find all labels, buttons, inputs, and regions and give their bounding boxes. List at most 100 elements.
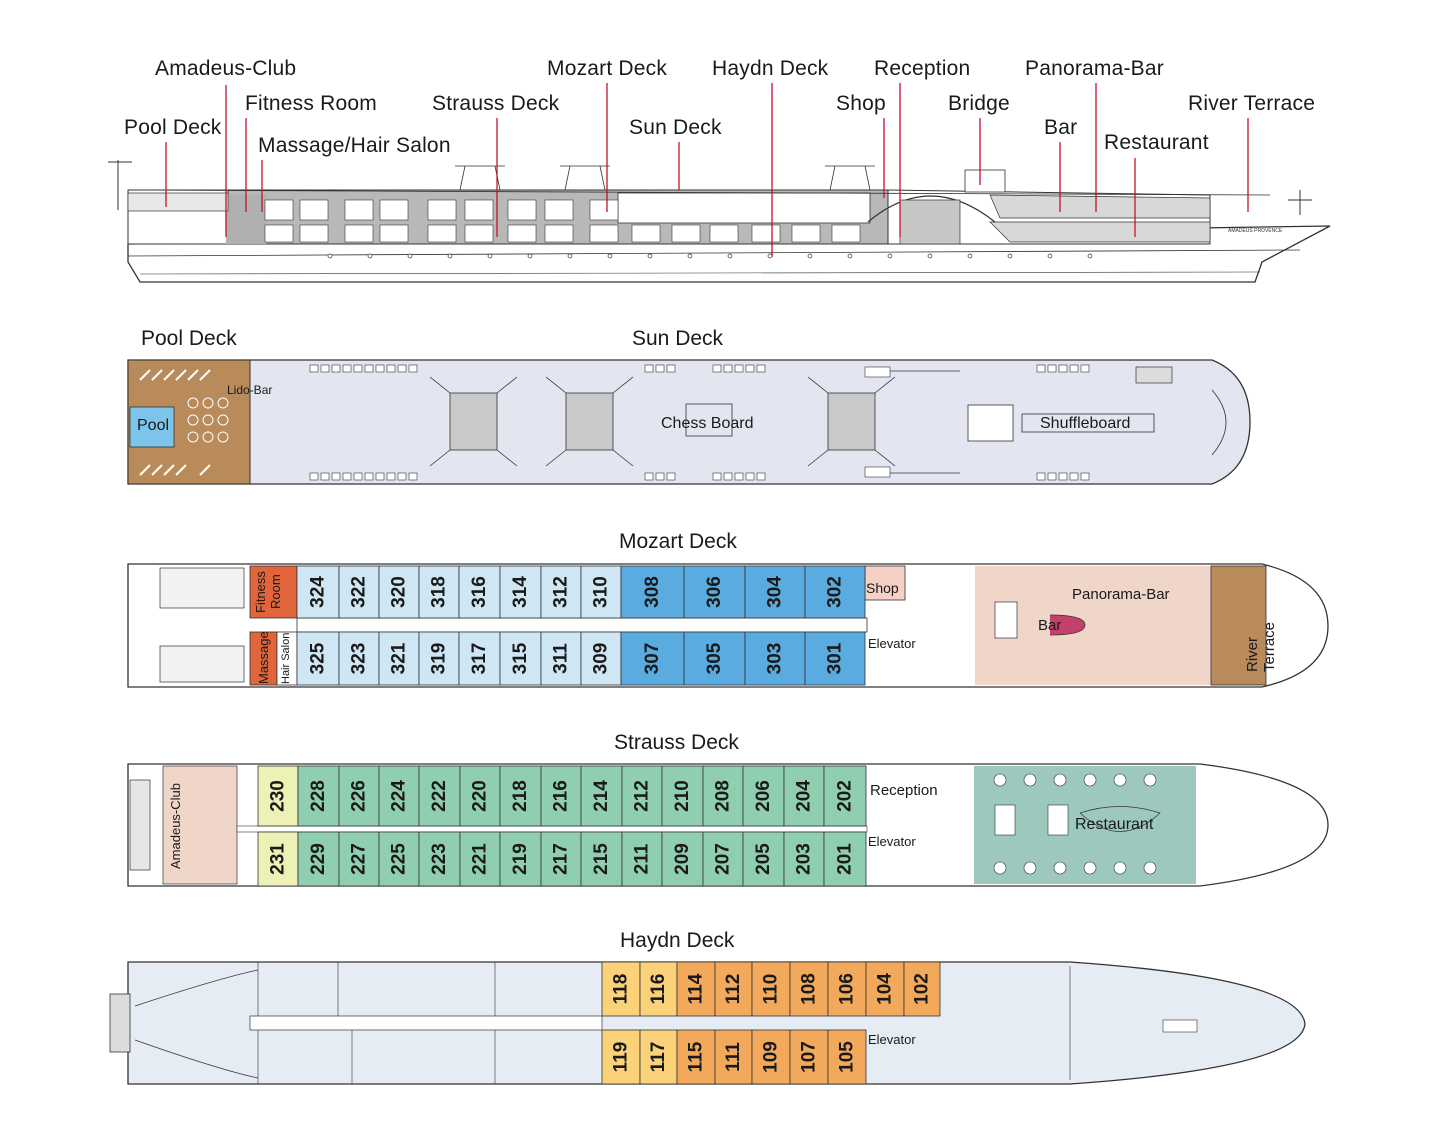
cabin-201[interactable]: [823, 831, 867, 887]
hair-salon-label: Hair Salon: [280, 632, 292, 684]
cabin-203[interactable]: [783, 831, 825, 887]
cabin-110[interactable]: [751, 961, 791, 1017]
cabin-312[interactable]: [540, 565, 582, 619]
cabin-321[interactable]: [378, 631, 420, 686]
cabin-304[interactable]: [744, 565, 806, 619]
cabin-number: 228: [308, 780, 329, 812]
label-massage-salon: Massage/Hair Salon: [258, 134, 451, 157]
cabin-207[interactable]: [702, 831, 744, 887]
cabin-117[interactable]: [639, 1029, 678, 1085]
cabin-number: 117: [648, 1042, 669, 1073]
cabin-number: 229: [308, 843, 329, 875]
cabin-216[interactable]: [540, 765, 582, 827]
cabin-306[interactable]: [683, 565, 746, 619]
cabin-number: 324: [308, 576, 329, 608]
cabin-112[interactable]: [714, 961, 753, 1017]
cabin-number: 202: [835, 780, 856, 812]
cabin-231[interactable]: [257, 831, 299, 887]
cabin-105[interactable]: [827, 1029, 867, 1085]
cabin-308[interactable]: [620, 565, 685, 619]
cabin-number: 201: [835, 843, 856, 875]
cabin-number: 106: [837, 973, 858, 1005]
cabin-106[interactable]: [827, 961, 867, 1017]
cabin-318[interactable]: [418, 565, 460, 619]
cabin-number: 306: [704, 576, 725, 608]
cabin-226[interactable]: [338, 765, 380, 827]
cabin-314[interactable]: [499, 565, 542, 619]
cabin-211[interactable]: [621, 831, 663, 887]
cabin-108[interactable]: [789, 961, 829, 1017]
label-bar: Bar: [1044, 116, 1078, 139]
cabin-317[interactable]: [458, 631, 501, 686]
cabin-223[interactable]: [418, 831, 461, 887]
cabin-104[interactable]: [865, 961, 905, 1017]
cabin-311[interactable]: [540, 631, 582, 686]
cabin-307[interactable]: [620, 631, 685, 686]
cabin-number: 114: [686, 973, 707, 1004]
cabin-109[interactable]: [751, 1029, 791, 1085]
cabin-303[interactable]: [744, 631, 806, 686]
ship-profile: AMADEUS PROVENCE Amadeus-Club Fitness Ro…: [0, 0, 1440, 300]
cabin-number: 307: [642, 643, 663, 675]
cabin-number: 112: [723, 974, 744, 1005]
cabin-302[interactable]: [804, 565, 866, 619]
cabin-number: 321: [389, 642, 410, 674]
cabin-324[interactable]: [296, 565, 340, 619]
label-reception: Reception: [874, 57, 971, 80]
cabin-118[interactable]: [601, 961, 641, 1017]
cabin-116[interactable]: [639, 961, 678, 1017]
cabin-225[interactable]: [378, 831, 420, 887]
cabin-310[interactable]: [580, 565, 622, 619]
label-strauss-deck: Strauss Deck: [432, 92, 560, 115]
title-strauss-deck: Strauss Deck: [614, 731, 739, 754]
cabin-115[interactable]: [676, 1029, 716, 1085]
cabin-number: 323: [349, 643, 370, 675]
cabin-209[interactable]: [661, 831, 704, 887]
cabin-215[interactable]: [580, 831, 623, 887]
cabin-number: 118: [611, 974, 632, 1005]
cabin-number: 212: [632, 780, 653, 812]
cabin-301[interactable]: [804, 631, 866, 686]
cabin-number: 302: [825, 576, 846, 608]
cabin-316[interactable]: [458, 565, 501, 619]
cabin-number: 304: [765, 576, 786, 608]
cabin-309[interactable]: [580, 631, 622, 686]
cabin-210[interactable]: [661, 765, 704, 827]
cabin-228[interactable]: [297, 765, 340, 827]
cabin-number: 220: [470, 780, 491, 812]
cabin-229[interactable]: [297, 831, 340, 887]
cabin-119[interactable]: [601, 1029, 641, 1085]
cabin-315[interactable]: [499, 631, 542, 686]
cabin-220[interactable]: [459, 765, 501, 827]
cabin-number: 303: [765, 643, 786, 675]
cabin-102[interactable]: [903, 961, 941, 1017]
cabin-number: 226: [349, 780, 370, 812]
sun-deck-plan: Pool Lido-Bar Chess Board Shuffleboard: [0, 355, 1440, 490]
cabin-number: 301: [825, 642, 846, 674]
cabin-219[interactable]: [499, 831, 542, 887]
cabin-114[interactable]: [676, 961, 716, 1017]
cabin-206[interactable]: [742, 765, 785, 827]
elevator-label-haydn: Elevator: [868, 1032, 916, 1047]
cabin-111[interactable]: [714, 1029, 753, 1085]
cabin-224[interactable]: [378, 765, 420, 827]
cabin-number: 108: [799, 973, 820, 1005]
cabin-322[interactable]: [338, 565, 380, 619]
cabin-number: 320: [389, 576, 410, 608]
cabin-212[interactable]: [621, 765, 663, 827]
cabin-222[interactable]: [418, 765, 461, 827]
cabin-208[interactable]: [702, 765, 744, 827]
cabin-202[interactable]: [823, 765, 867, 827]
river-terrace-label: River Terrace: [1244, 621, 1278, 672]
cabin-227[interactable]: [338, 831, 380, 887]
label-sun-deck: Sun Deck: [629, 116, 722, 139]
cabin-number: 211: [632, 843, 653, 874]
cabin-218[interactable]: [499, 765, 542, 827]
cabin-number: 218: [510, 780, 531, 812]
cabin-number: 224: [389, 780, 410, 812]
cabin-325[interactable]: [296, 631, 340, 686]
cabin-number: 312: [551, 576, 572, 608]
shop-label: Shop: [866, 580, 899, 596]
elevator-label-strauss: Elevator: [868, 834, 916, 849]
